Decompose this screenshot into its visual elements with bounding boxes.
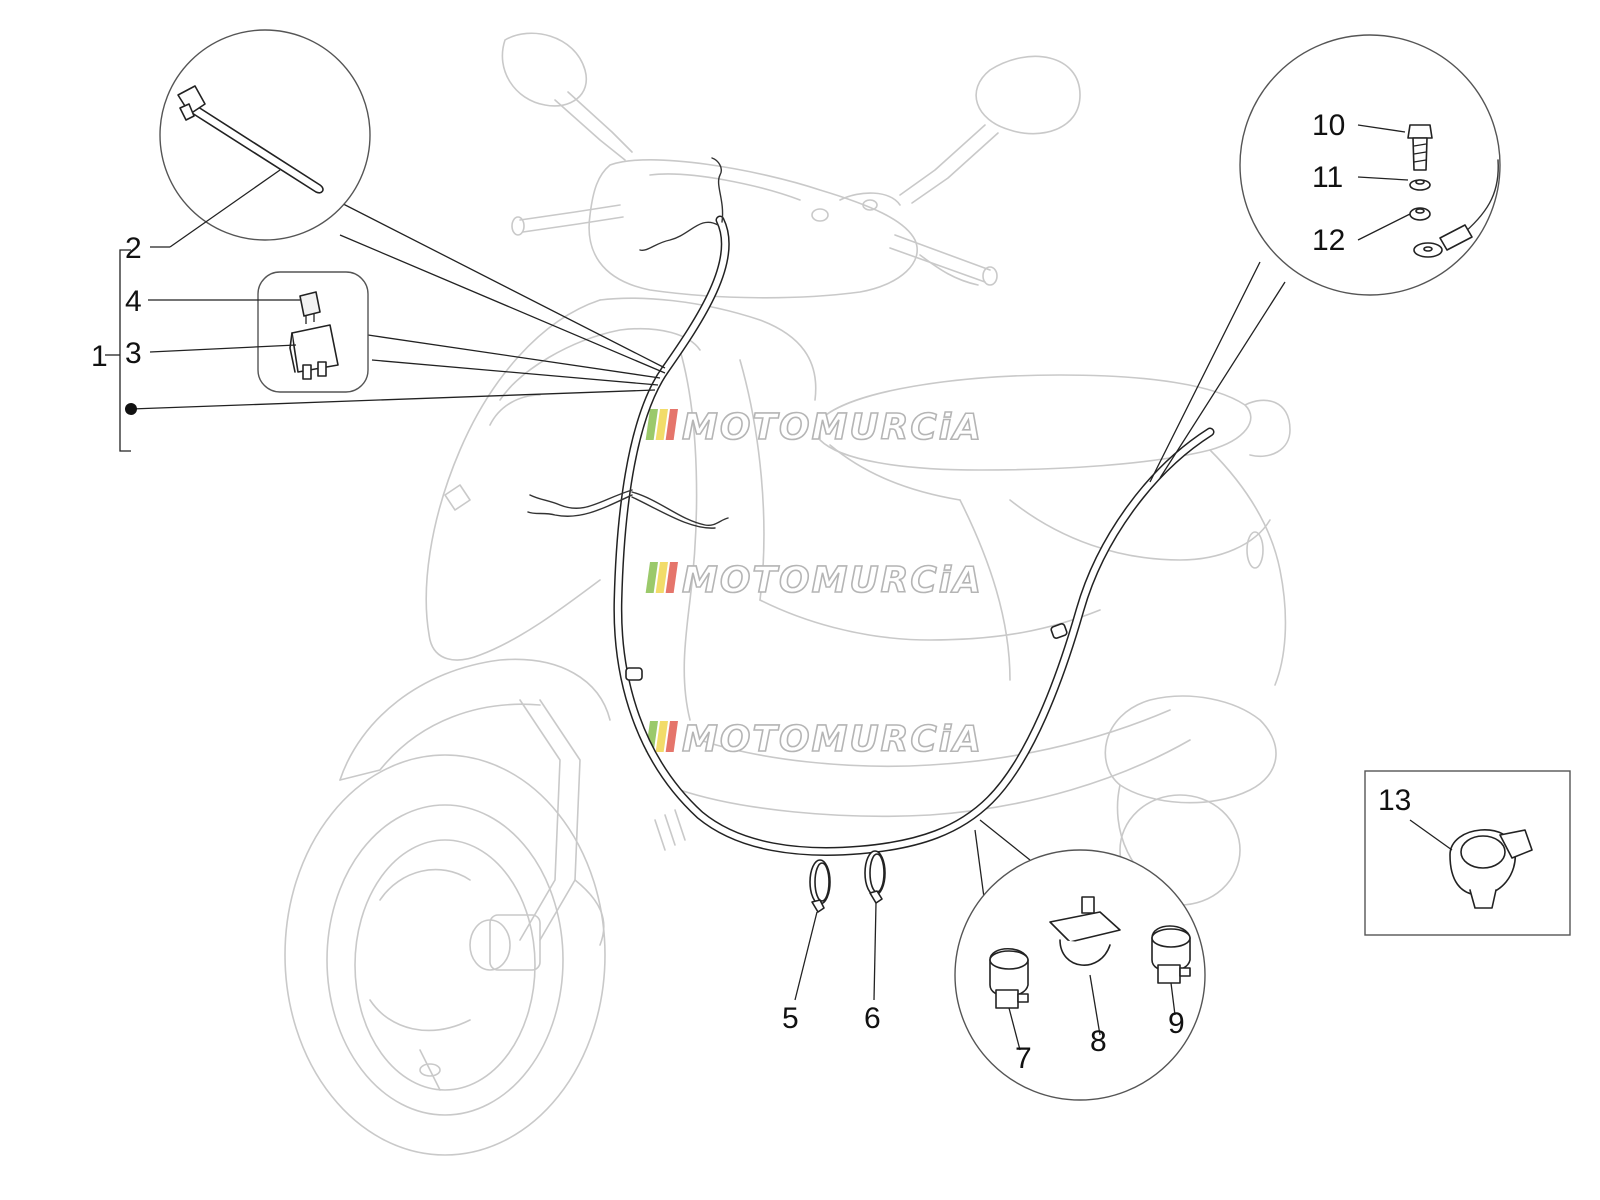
callout-7: 7 — [1015, 1042, 1032, 1075]
callout-6: 6 — [864, 1002, 881, 1035]
clamps-5-6 — [794, 850, 886, 1001]
detail-cable-tie — [150, 29, 371, 248]
callout-1: 1 — [91, 340, 108, 373]
watermark-text: MOTOMURCiA — [682, 560, 983, 601]
callout-11: 11 — [1312, 161, 1343, 194]
watermark-logo: MOTOMURCiA — [645, 718, 983, 761]
callout-12: 12 — [1312, 224, 1345, 257]
kit-marker-dot — [125, 403, 137, 415]
callout-4: 4 — [125, 285, 142, 318]
kit-bracket — [105, 249, 137, 452]
detail-fuse — [148, 271, 369, 393]
callout-9: 9 — [1168, 1007, 1185, 1040]
watermark-logo: MOTOMURCiA — [645, 559, 983, 602]
callout-3: 3 — [125, 337, 142, 370]
watermark-stripe-yellow — [655, 562, 668, 593]
watermark-stripe-red — [665, 409, 678, 440]
callout-labels: 1 2 4 3 10 11 12 13 5 6 7 8 9 — [91, 109, 1411, 1075]
watermark: MOTOMURCiA MOTOMURCiA MOTOMURCiA — [645, 406, 983, 761]
watermark-stripe-yellow — [655, 721, 668, 752]
detail-box-clip-13 — [1364, 770, 1571, 936]
callout-8: 8 — [1090, 1025, 1107, 1058]
callout-10: 10 — [1312, 109, 1345, 142]
watermark-logo: MOTOMURCiA — [645, 406, 983, 449]
wiring-harness — [130, 157, 1286, 906]
watermark-stripe-green — [645, 409, 658, 440]
watermark-text: MOTOMURCiA — [682, 407, 983, 448]
scooter-outline — [284, 32, 1291, 1156]
watermark-stripe-yellow — [655, 409, 668, 440]
detail-ground-bolt — [1239, 34, 1501, 296]
watermark-stripe-red — [665, 721, 678, 752]
detail-harness-clips — [954, 849, 1206, 1101]
watermark-stripe-red — [665, 562, 678, 593]
watermark-stripe-green — [645, 562, 658, 593]
callout-5: 5 — [782, 1002, 799, 1035]
callout-13: 13 — [1378, 784, 1411, 817]
callout-2: 2 — [125, 232, 142, 265]
watermark-text: MOTOMURCiA — [682, 719, 983, 760]
